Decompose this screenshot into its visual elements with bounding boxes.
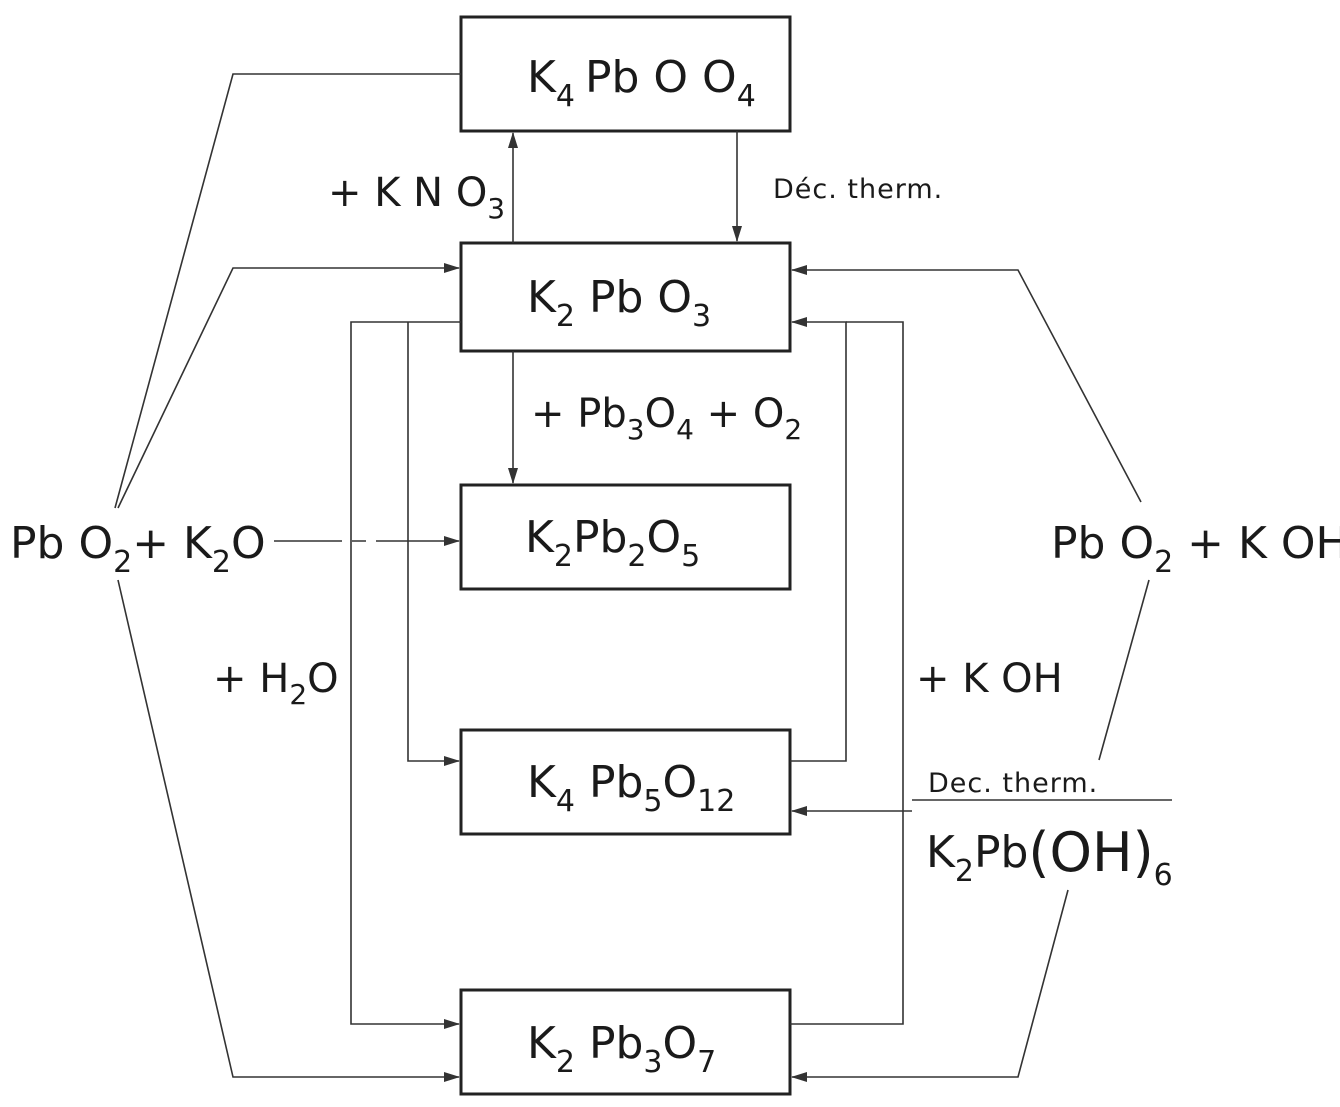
box-k2pb2o5 (459, 483, 792, 591)
line-right-to-k2pboh6 (1098, 579, 1150, 761)
box-k2pb3o7 (459, 988, 792, 1096)
arrow-left-to-k2pbo3 (117, 263, 460, 509)
label-dec-therm-top: Déc. therm. (773, 174, 943, 205)
line-k2pb3o7-to-k2pbo3 (790, 321, 904, 1025)
formula-k2pb3o7: K2 Pb3O7 (527, 1018, 716, 1080)
formula-k2pbo3: K2 Pb O3 (527, 272, 711, 334)
formula-k4pb5o12: K4 Pb5O12 (527, 757, 735, 819)
label-pb3o4-o2: + Pb3O4 + O2 (531, 391, 802, 446)
box-k2pbo3 (459, 241, 792, 353)
arrow-k2pboh6-to-k2pb3o7 (791, 889, 1069, 1082)
arrow-k2pbo3-to-k4pb5o12 (407, 322, 460, 766)
label-h2o: + H2O (213, 656, 339, 711)
arrow-right-to-k2pbo3 (791, 265, 1142, 503)
box-k4pbo4 (459, 15, 792, 133)
formula-k2pb2o5: K2Pb2O5 (525, 512, 700, 574)
label-koh: + K OH (916, 656, 1063, 702)
line-left-to-k4pbo4 (114, 73, 461, 509)
reactant-left-pbo2-k2o: Pb O2+ K2O (10, 518, 266, 580)
arrow-left-to-k2pb3o7 (117, 579, 460, 1082)
arrow-k4pb5o12-to-k2pbo3 (790, 317, 847, 762)
reactant-k2pboh6: K2Pb(OH)6 (926, 821, 1173, 893)
label-kno3: + K N O3 (328, 170, 505, 225)
reactant-right-pbo2-koh: Pb O2 + K OH (1051, 518, 1340, 580)
arrow-h2o-to-k2pb3o7 (350, 321, 461, 1029)
box-k4pb5o12 (459, 728, 792, 836)
label-dec-therm-bottom: Dec. therm. (928, 768, 1098, 799)
